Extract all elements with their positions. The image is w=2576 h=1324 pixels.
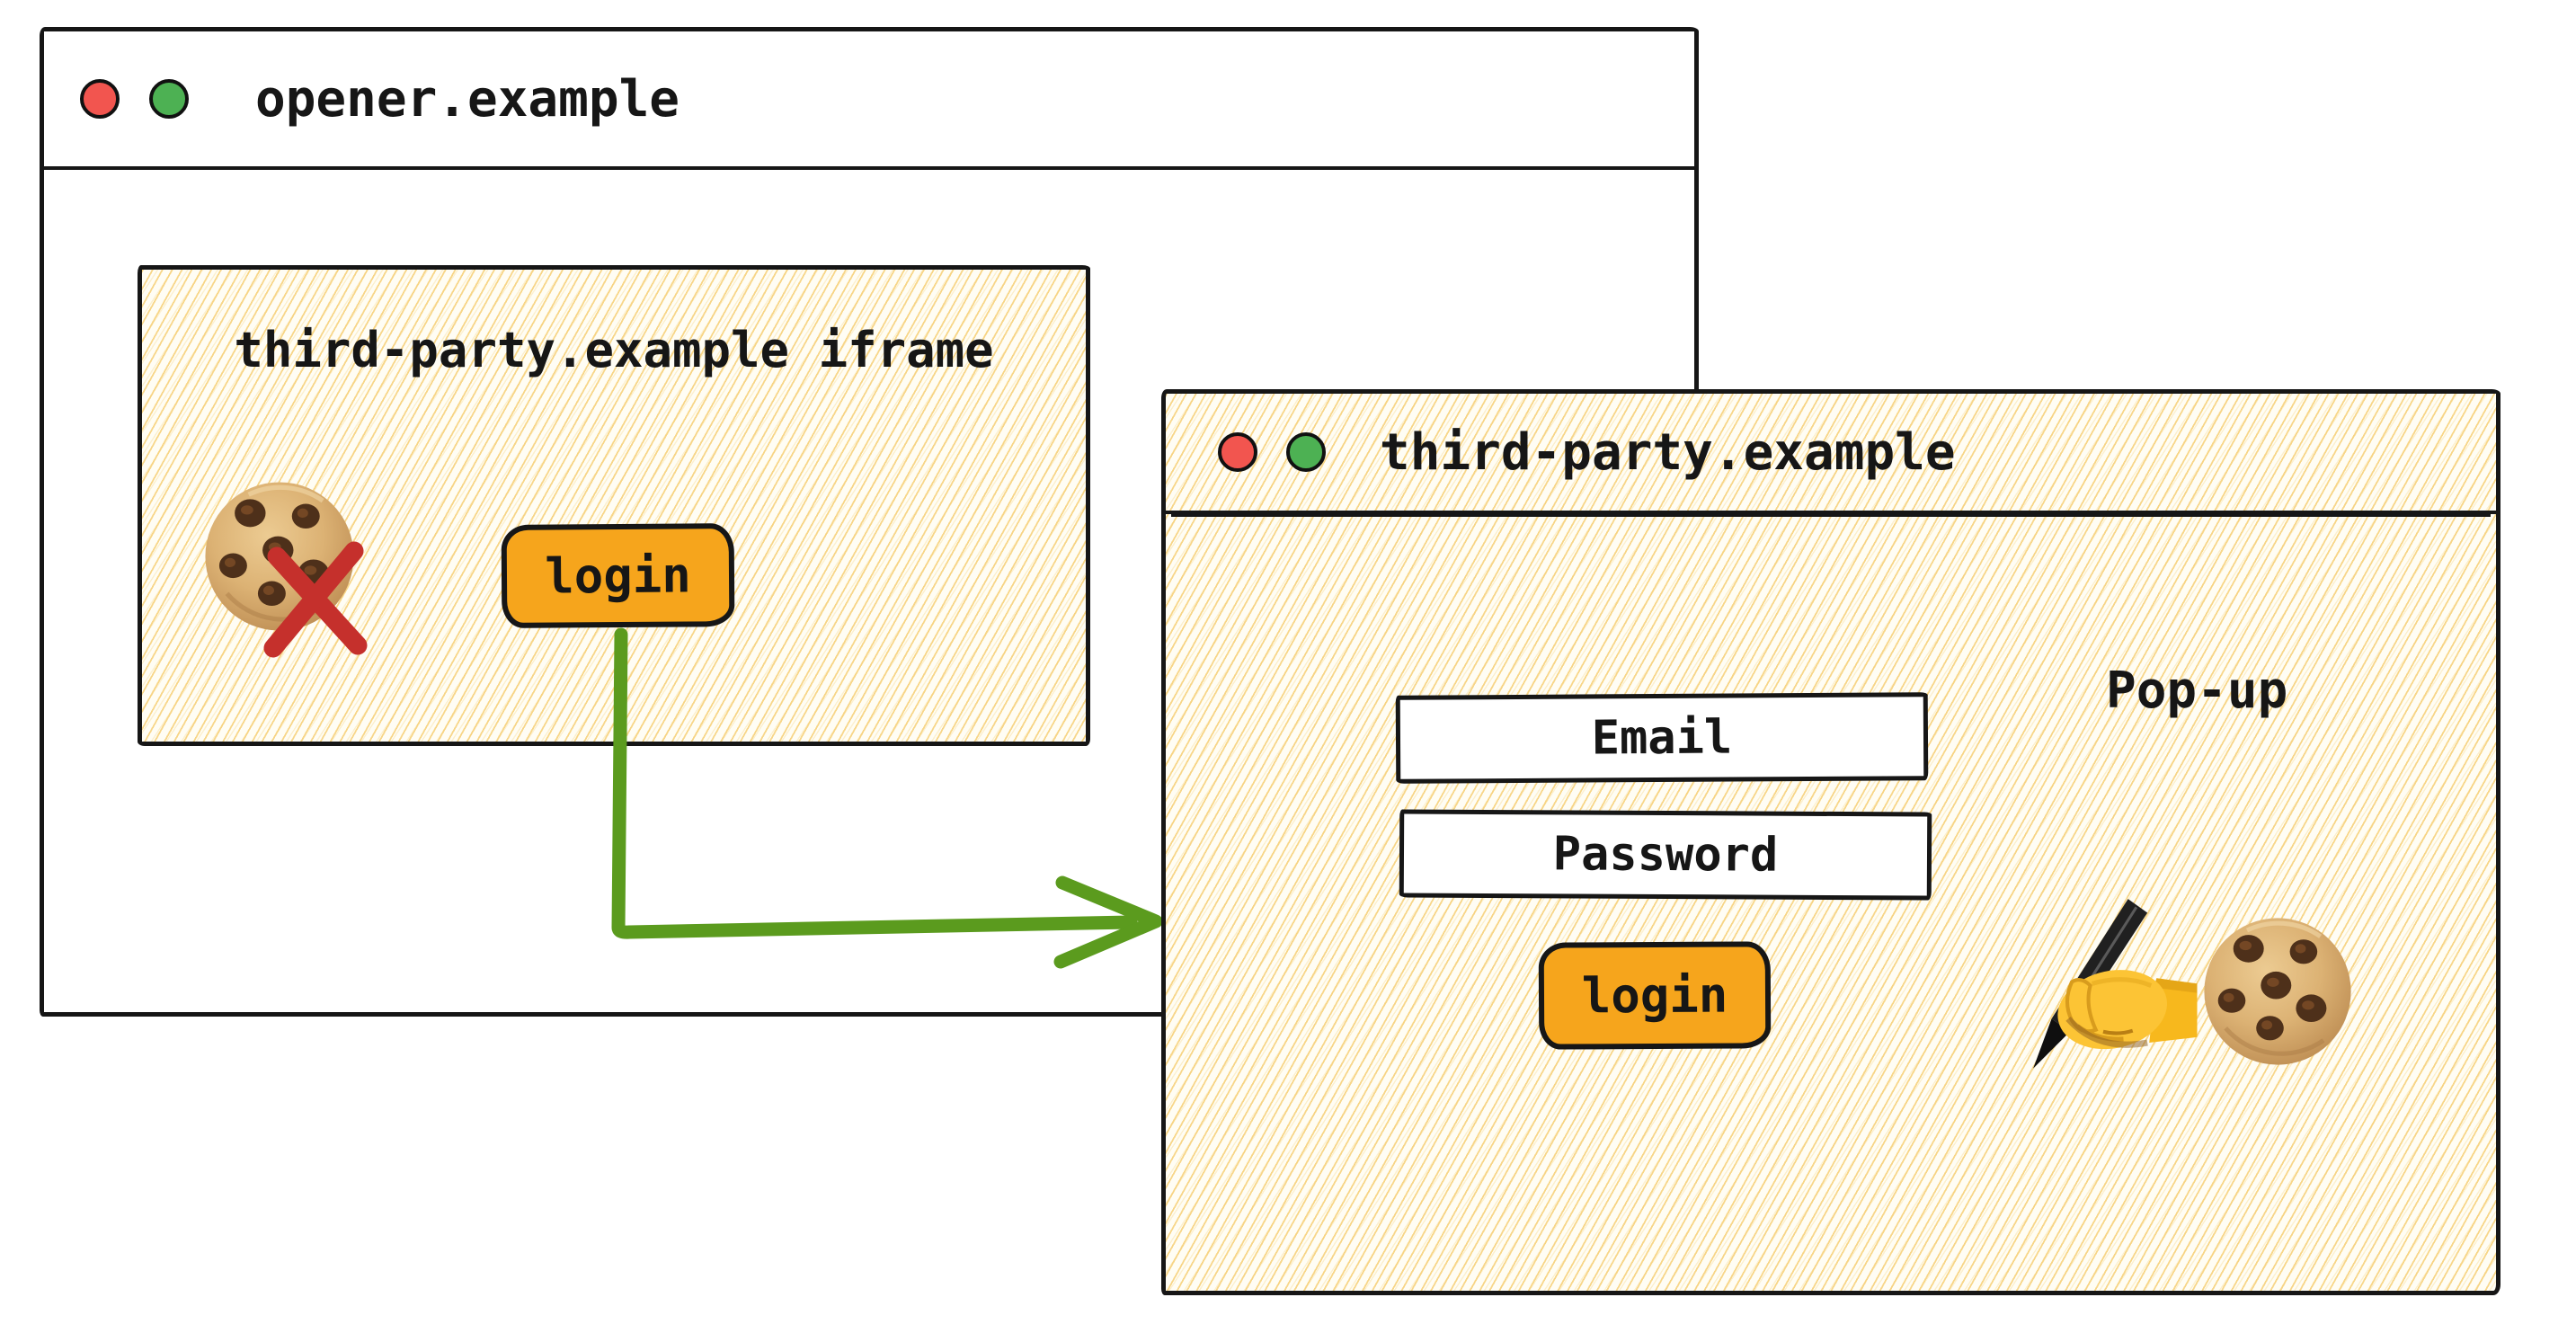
iframe-title: third-party.example iframe	[234, 322, 994, 378]
close-traffic-light-icon[interactable]	[1218, 432, 1257, 472]
writing-hand-icon	[2011, 895, 2199, 1080]
third-party-iframe: third-party.example iframe login	[138, 265, 1090, 746]
password-input[interactable]: Password	[1399, 809, 1932, 901]
minimize-traffic-light-icon[interactable]	[1286, 432, 1326, 472]
popup-titlebar: third-party.example	[1166, 394, 2496, 514]
close-traffic-light-icon[interactable]	[80, 79, 120, 119]
blocked-cross-icon	[262, 540, 373, 652]
opener-window-title: opener.example	[255, 69, 680, 129]
popup-label: Pop-up	[2106, 662, 2288, 720]
popup-window: third-party.example Pop-up Email Passwor…	[1161, 389, 2500, 1295]
cookie-icon	[2201, 915, 2354, 1068]
email-input[interactable]: Email	[1395, 692, 1929, 784]
iframe-login-button[interactable]: login	[501, 523, 735, 628]
minimize-traffic-light-icon[interactable]	[149, 79, 189, 119]
opener-titlebar: opener.example	[44, 31, 1694, 170]
popup-window-title: third-party.example	[1380, 422, 1956, 482]
popup-login-button[interactable]: login	[1538, 941, 1772, 1050]
